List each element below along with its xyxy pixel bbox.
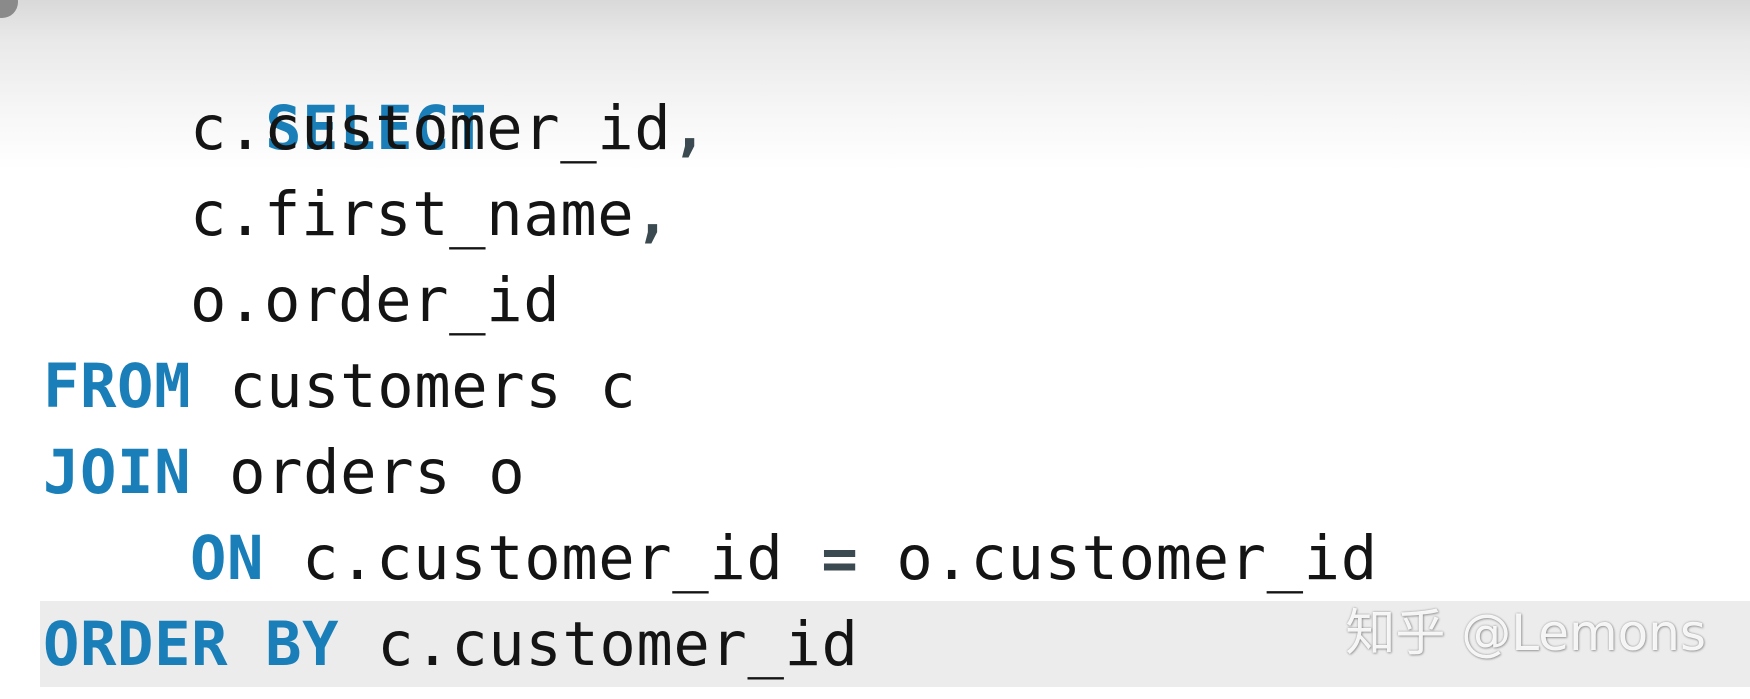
table-customers: customers c xyxy=(229,352,637,422)
keyword-order-by: ORDER BY xyxy=(43,610,340,680)
column-first-name: c.first_name xyxy=(190,180,635,250)
sql-code-block: SELECT c.customer_id, c.first_name, o.or… xyxy=(43,0,1378,688)
join-left-column: c.customer_id xyxy=(302,524,784,594)
code-line-2: c.customer_id, xyxy=(43,86,1378,172)
code-line-5: FROM customers c xyxy=(43,344,1378,430)
current-line-highlight xyxy=(40,601,1750,687)
keyword-join: JOIN xyxy=(43,438,192,508)
keyword-select: SELECT xyxy=(265,94,488,164)
order-column: c.customer_id xyxy=(377,610,859,680)
code-line-6: JOIN orders o xyxy=(43,430,1378,516)
table-orders: orders o xyxy=(229,438,526,508)
watermark: 知乎 @Lemons xyxy=(1345,604,1706,662)
code-line-4: o.order_id xyxy=(43,258,1378,344)
join-right-column: o.customer_id xyxy=(896,524,1378,594)
equals-operator: = xyxy=(821,524,859,594)
comma: , xyxy=(634,180,672,250)
column-order-id: o.order_id xyxy=(190,266,561,336)
code-line-1: SELECT xyxy=(43,0,1378,164)
column-customer-id: c.customer_id xyxy=(190,94,672,164)
keyword-from: FROM xyxy=(43,352,192,422)
code-line-7: ON c.customer_id = o.customer_id xyxy=(43,516,1378,602)
code-line-3: c.first_name, xyxy=(43,172,1378,258)
keyword-on: ON xyxy=(190,524,265,594)
code-line-8: ORDER BY c.customer_id xyxy=(43,602,1378,688)
corner-indicator xyxy=(0,0,18,18)
comma: , xyxy=(671,94,709,164)
